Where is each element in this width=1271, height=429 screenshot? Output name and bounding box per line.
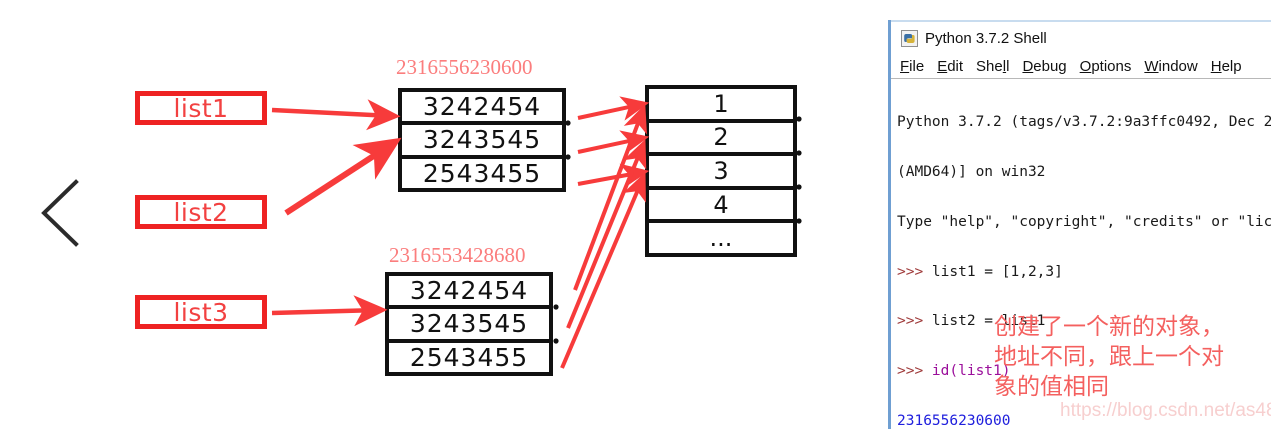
annotation-line: 地址不同，跟上一个对 — [994, 344, 1224, 370]
annotation-line: 创建了一个新的对象， — [994, 314, 1224, 340]
value-cell: ... — [709, 224, 733, 253]
arrow-list1-to-object1 — [271, 99, 401, 131]
object-slots-table-1: 3242454 3243545 2543455 — [398, 88, 566, 192]
shell-title-text: Python 3.7.2 Shell — [925, 29, 1047, 47]
object-slot: 3243545 — [402, 125, 562, 159]
shell-menubar[interactable]: File Edit Shell Debug Options Window Hel… — [891, 54, 1271, 78]
annotation-line: 象的值相同 — [994, 374, 1109, 400]
shell-line: 2316556230600 — [897, 412, 1011, 429]
python-idle-icon — [901, 29, 918, 47]
value-cell: 2 — [649, 123, 793, 157]
shell-line: Type "help", "copyright", "credits" or "… — [897, 213, 1271, 230]
menu-item-window[interactable]: Window — [1144, 57, 1198, 75]
object-address-label-2: 2316553428680 — [389, 243, 526, 267]
shell-line: Python 3.7.2 (tags/v3.7.2:9a3ffc0492, De… — [897, 114, 1271, 131]
arrow-list3-to-object2 — [271, 295, 388, 327]
annotation-note: 创建了一个新的对象， 地址不同，跟上一个对 象的值相同 — [994, 312, 1264, 402]
arrow-object1-slot3-to-value — [577, 163, 650, 189]
variable-box-list3: list3 — [135, 295, 267, 329]
variable-label: list3 — [173, 297, 229, 327]
variable-box-list2: list2 — [135, 195, 267, 229]
shell-line: (AMD64)] on win32 — [897, 163, 1046, 180]
arrow-object1-slot1-to-value — [577, 96, 650, 121]
object-slot: 3242454 — [389, 276, 549, 310]
shell-output-area[interactable]: Python 3.7.2 (tags/v3.7.2:9a3ffc0492, De… — [891, 78, 1271, 429]
variable-box-list1: list1 — [135, 91, 267, 125]
value-cell: 3 — [649, 156, 793, 190]
shell-line: >>> list1 = [1,2,3] — [897, 263, 1063, 280]
chevron-left-icon — [41, 179, 79, 247]
object-slot: 3243545 — [389, 309, 549, 343]
shell-titlebar: Python 3.7.2 Shell — [891, 20, 1271, 54]
menu-item-help[interactable]: Help — [1210, 57, 1242, 75]
shell-line: >>> id(list1) — [897, 363, 1011, 380]
value-cell: 4 — [649, 190, 793, 224]
value-table: 1 2 3 4 ... — [645, 85, 797, 257]
menu-item-options[interactable]: Options — [1079, 57, 1132, 75]
object-address-label-1: 2316556230600 — [396, 55, 533, 79]
object-slot: 3242454 — [402, 92, 562, 126]
variable-label: list2 — [173, 197, 229, 227]
menu-item-debug[interactable]: Debug — [1022, 57, 1067, 75]
object-slots-table-2: 3242454 3243545 2543455 — [385, 272, 553, 376]
arrow-object1-slot2-to-value — [577, 130, 650, 155]
arrow-list2-to-object1 — [284, 137, 402, 216]
object-slot: 2543455 — [409, 342, 529, 372]
menu-item-edit[interactable]: Edit — [937, 57, 964, 75]
python-shell-window[interactable]: Python 3.7.2 Shell File Edit Shell Debug… — [888, 20, 1271, 429]
arrow-object2-slot2-to-value — [566, 139, 647, 329]
menu-item-file[interactable]: File — [900, 57, 925, 75]
menu-item-shell[interactable]: Shell — [976, 57, 1010, 75]
value-cell: 1 — [649, 89, 793, 123]
shell-line: >>> list2 = list1 — [897, 313, 1046, 330]
variable-label: list1 — [173, 93, 229, 123]
object-slot: 2543455 — [422, 158, 542, 188]
arrow-object2-slot1-to-value — [573, 104, 647, 291]
arrow-object2-slot3-to-value — [560, 172, 646, 369]
watermark: https://blog.csdn.net/as480133937 — [1060, 400, 1271, 421]
